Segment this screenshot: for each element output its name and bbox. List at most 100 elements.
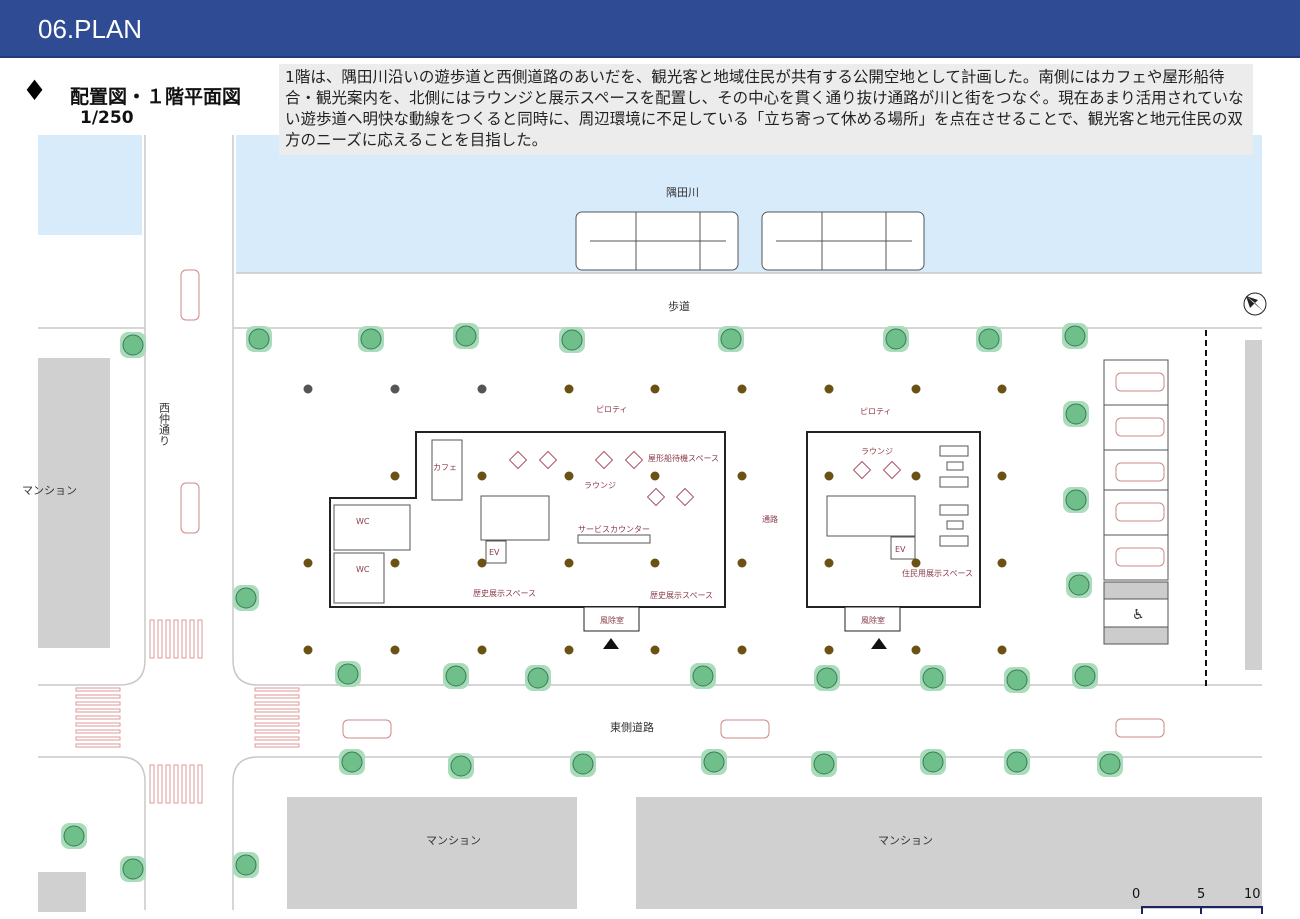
trees xyxy=(61,323,1123,882)
crosswalk xyxy=(75,619,300,804)
mansion-south2-label: マンション xyxy=(878,834,933,847)
tree-icon xyxy=(703,751,725,773)
car-icon xyxy=(180,482,200,534)
crosswalk-stripe xyxy=(254,694,300,699)
north-arrow-icon xyxy=(1243,292,1267,316)
west-road-label: 西仲通り xyxy=(158,402,171,446)
cafe-label: カフェ xyxy=(433,463,457,472)
car-icon xyxy=(180,269,200,321)
building-b-fixtures xyxy=(826,445,969,560)
crosswalk-stripe xyxy=(254,708,300,713)
building-mansion-west xyxy=(38,358,110,648)
column xyxy=(564,645,574,655)
tree-icon xyxy=(527,667,549,689)
tree-icon xyxy=(122,334,144,356)
table-icon xyxy=(594,450,614,470)
tree-icon xyxy=(360,328,382,350)
column xyxy=(997,558,1007,568)
crosswalk-stripe xyxy=(75,743,121,748)
tree-icon xyxy=(813,753,835,775)
car-icon xyxy=(720,719,770,739)
column xyxy=(911,645,921,655)
crosswalk-stripe xyxy=(165,764,171,804)
header-bar: 06.PLAN xyxy=(0,0,1300,58)
tree-icon xyxy=(445,665,467,687)
column xyxy=(477,558,487,568)
building-mansion-south-2 xyxy=(636,797,1262,909)
car-icon xyxy=(1115,718,1165,738)
road-lines xyxy=(38,135,1262,910)
crosswalk-stripe xyxy=(181,619,187,659)
column xyxy=(737,645,747,655)
crosswalk-stripe xyxy=(149,619,155,659)
crosswalk-stripe xyxy=(75,708,121,713)
column xyxy=(303,645,313,655)
lounge-furniture xyxy=(508,450,902,507)
column xyxy=(390,471,400,481)
crosswalk-stripe xyxy=(75,715,121,720)
column xyxy=(997,471,1007,481)
crosswalk-stripe xyxy=(173,764,179,804)
tree-icon xyxy=(885,328,907,350)
car-icon xyxy=(1115,547,1165,567)
crosswalk-stripe xyxy=(254,722,300,727)
crosswalk-stripe xyxy=(197,619,203,659)
column xyxy=(737,384,747,394)
tree-icon xyxy=(922,667,944,689)
resident-exhibit-label: 住民用展示スペース xyxy=(902,568,973,578)
tree-icon xyxy=(561,329,583,351)
tree-icon xyxy=(1099,753,1121,775)
tree-icon xyxy=(720,328,742,350)
mansion-west-label: マンション xyxy=(22,484,77,497)
column xyxy=(824,645,834,655)
crosswalk-stripe xyxy=(149,764,155,804)
crosswalk-stripe xyxy=(181,764,187,804)
service-counter-label: サービスカウンター xyxy=(578,525,650,534)
column xyxy=(824,384,834,394)
table-icon xyxy=(882,460,902,480)
wc-label: WC xyxy=(356,517,370,526)
description-text: 1階は、隅田川沿いの遊歩道と西側道路のあいだを、観光客と地域住民が共有する公開空… xyxy=(279,64,1253,155)
mansion-south1-label: マンション xyxy=(426,834,481,847)
scale-tick-label: 10 xyxy=(1244,887,1261,902)
crosswalk-stripe xyxy=(157,619,163,659)
column xyxy=(477,471,487,481)
passage-label: 通路 xyxy=(762,514,778,524)
column xyxy=(390,384,400,394)
column xyxy=(390,645,400,655)
tree-icon xyxy=(455,325,477,347)
tree-icon xyxy=(1064,325,1086,347)
entrance-arrow-icon xyxy=(603,638,619,649)
scale-bar xyxy=(1141,906,1263,914)
building-east-strip xyxy=(1245,340,1262,670)
crosswalk-stripe xyxy=(189,619,195,659)
accessible-space xyxy=(1103,598,1169,628)
column xyxy=(997,384,1007,394)
crosswalk-stripe xyxy=(197,764,203,804)
table-icon xyxy=(675,487,695,507)
building-a-fixtures xyxy=(333,439,651,604)
hatched-zone xyxy=(1103,581,1169,600)
crosswalk-stripe xyxy=(254,736,300,741)
column xyxy=(824,471,834,481)
building-corner xyxy=(38,872,86,912)
car-icon xyxy=(1115,462,1165,482)
tree-icon xyxy=(248,328,270,350)
column xyxy=(650,558,660,568)
crosswalk-stripe xyxy=(75,722,121,727)
boat-waiting-label: 屋形船待機スペース xyxy=(648,453,719,463)
river-west xyxy=(38,135,142,235)
tree-icon xyxy=(572,753,594,775)
diamond-icon: ♦ xyxy=(22,74,48,107)
tree-icon xyxy=(1068,574,1090,596)
crosswalk-stripe xyxy=(75,701,121,706)
column xyxy=(824,558,834,568)
crosswalk-stripe xyxy=(173,619,179,659)
cars xyxy=(180,269,1165,739)
tree-icon xyxy=(63,825,85,847)
section-title: 配置図・１階平面図 xyxy=(70,86,242,108)
lounge-label: ラウンジ xyxy=(861,447,893,456)
crosswalk-stripe xyxy=(254,743,300,748)
pilotis-label: ピロティ xyxy=(860,407,892,416)
